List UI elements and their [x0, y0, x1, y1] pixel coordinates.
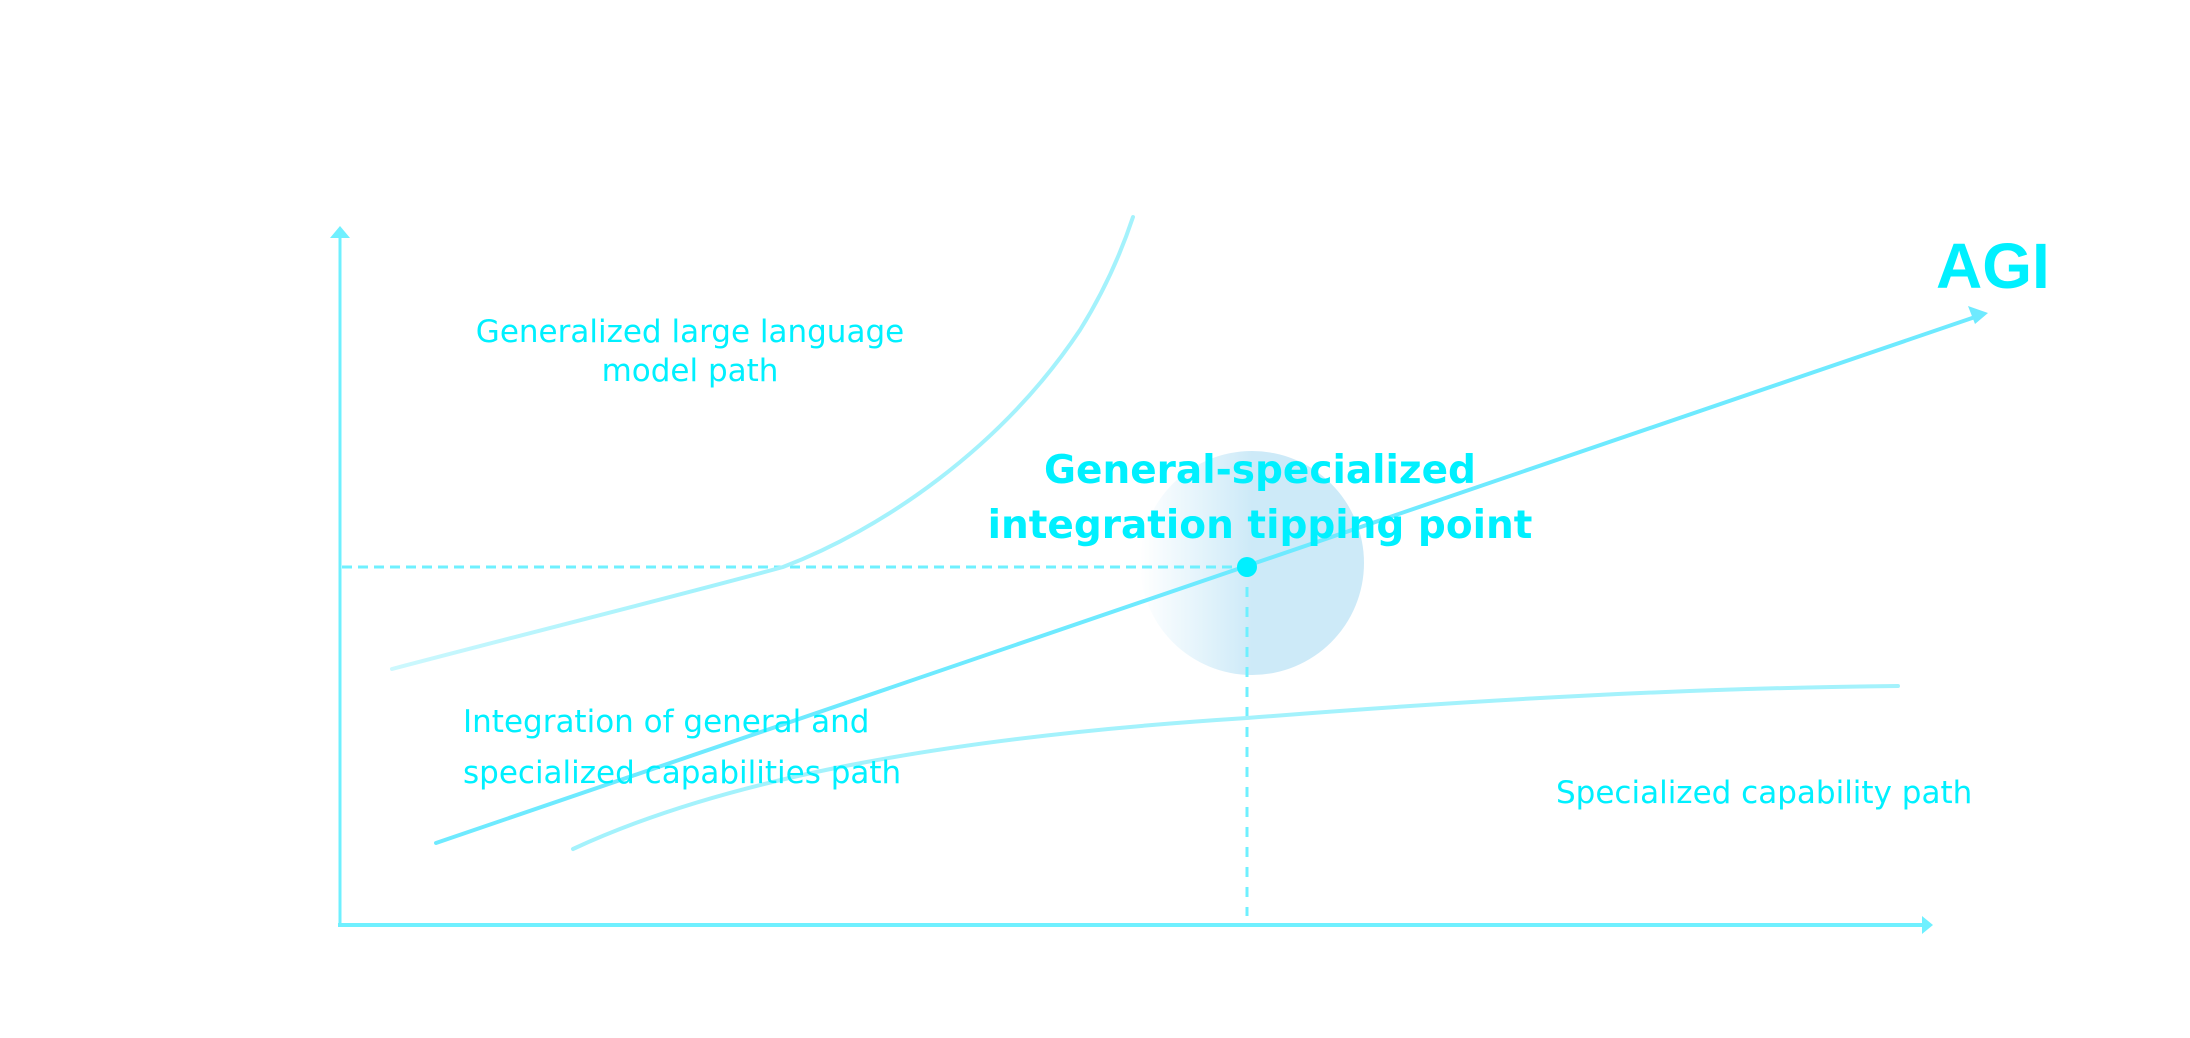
x-axis-arrow-icon [1922, 916, 1933, 934]
agi-label: AGI [1936, 230, 2050, 302]
generalized-llm-path-curve [390, 215, 1135, 671]
tipping-point-marker [1237, 557, 1257, 577]
specialized-path-label: Specialized capability path [1556, 775, 1972, 811]
integration-path-line [434, 314, 1980, 845]
llm-path-label-line1: Generalized large language [476, 314, 904, 350]
integration-path-label-line1: Integration of general and [463, 704, 869, 740]
tipping-point-label-line2: integration tipping point [988, 503, 1533, 548]
y-axis-arrow-icon [330, 226, 350, 238]
llm-path-label-line2: model path [602, 353, 779, 389]
tipping-point-label-line1: General-specialized [1044, 448, 1476, 493]
specialized-path-curve [571, 684, 1900, 851]
integration-path-label-line2: specialized capabilities path [463, 755, 901, 791]
agi-arrow-icon [1968, 306, 1988, 324]
